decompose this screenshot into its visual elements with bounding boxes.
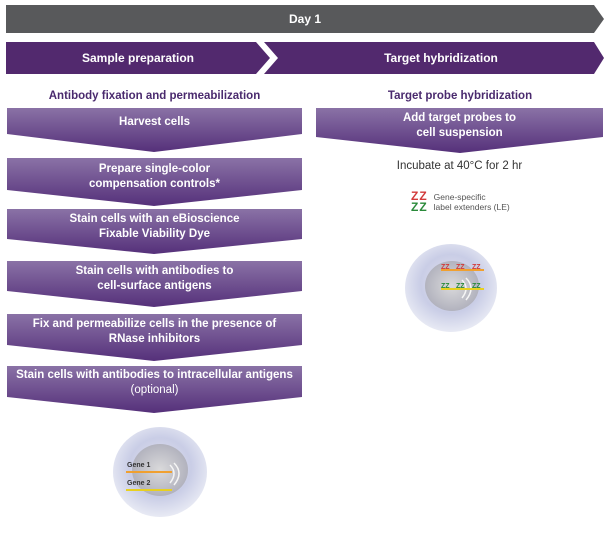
le-legend: ZZ ZZ Gene-specific label extenders (LE) xyxy=(411,189,510,214)
phase-banner-target-hybridization xyxy=(264,42,604,74)
step-2-line2: compensation controls* xyxy=(89,178,220,190)
step-right-1: Add target probes to cell suspension xyxy=(316,108,603,153)
phase-label-target-hybridization: Target hybridization xyxy=(384,51,498,65)
le-icon: ZZ ZZ xyxy=(411,189,428,214)
cell-with-probes-icon: ZZ ZZ ZZ ZZ ZZ ZZ xyxy=(405,244,497,332)
step-3-line2: Fixable Viability Dye xyxy=(98,228,210,240)
step-shape-3 xyxy=(7,209,302,254)
right-section-title: Target probe hybridization xyxy=(387,90,533,102)
gene-1-label: Gene 1 xyxy=(127,462,151,469)
incubation-text: Incubate at 40°C for 2 hr xyxy=(396,160,523,172)
step-3-line1: Stain cells with an eBioscience xyxy=(69,213,240,225)
step-3: Stain cells with an eBioscience Fixable … xyxy=(7,209,302,254)
step-shape-6 xyxy=(7,366,302,413)
cell-icon xyxy=(113,427,207,517)
step-5-line1: Fix and permeabilize cells in the presen… xyxy=(32,318,277,330)
legend-line1: Gene-specific xyxy=(433,192,486,202)
svg-text:ZZ: ZZ xyxy=(472,264,481,271)
day-banner xyxy=(6,5,604,33)
left-section-title: Antibody fixation and permeabilization xyxy=(48,90,261,102)
step-4: Stain cells with antibodies to cell-surf… xyxy=(7,261,302,307)
step-4-line2: cell-surface antigens xyxy=(97,280,212,292)
step-shape-2 xyxy=(7,158,302,206)
le-red-glyph: ZZ xyxy=(411,189,428,203)
step-shape-5 xyxy=(7,314,302,361)
step-right-1-line2: cell suspension xyxy=(416,127,503,139)
svg-text:ZZ: ZZ xyxy=(441,283,450,290)
step-1: Harvest cells xyxy=(7,108,302,152)
step-shape-1 xyxy=(7,108,302,152)
step-shape-right-1 xyxy=(316,108,603,153)
svg-text:ZZ: ZZ xyxy=(441,264,450,271)
step-6-note: (optional) xyxy=(130,384,179,396)
left-steps-shapes xyxy=(7,108,302,413)
step-2-line1: Prepare single-color xyxy=(98,163,211,175)
day-label: Day 1 xyxy=(288,12,322,26)
step-right-1-line1: Add target probes to xyxy=(402,112,517,124)
phase-label-sample-preparation: Sample preparation xyxy=(81,51,195,65)
phase-banner-sample-preparation xyxy=(6,42,270,74)
step-6: Stain cells with antibodies to intracell… xyxy=(7,366,302,413)
step-1-line1: Harvest cells xyxy=(119,116,190,128)
step-6-line1: Stain cells with antibodies to intracell… xyxy=(16,369,293,381)
legend-line2: label extenders (LE) xyxy=(433,202,510,212)
step-4-line1: Stain cells with antibodies to xyxy=(75,265,234,277)
svg-text:ZZ: ZZ xyxy=(456,283,465,290)
svg-text:ZZ: ZZ xyxy=(472,283,481,290)
step-shape-4 xyxy=(7,261,302,307)
step-5-line2: RNase inhibitors xyxy=(108,333,201,345)
svg-text:ZZ: ZZ xyxy=(456,264,465,271)
gene-2-label: Gene 2 xyxy=(127,480,151,487)
step-5: Fix and permeabilize cells in the presen… xyxy=(7,314,302,361)
le-green-glyph: ZZ xyxy=(411,200,428,214)
step-2: Prepare single-color compensation contro… xyxy=(7,158,302,206)
